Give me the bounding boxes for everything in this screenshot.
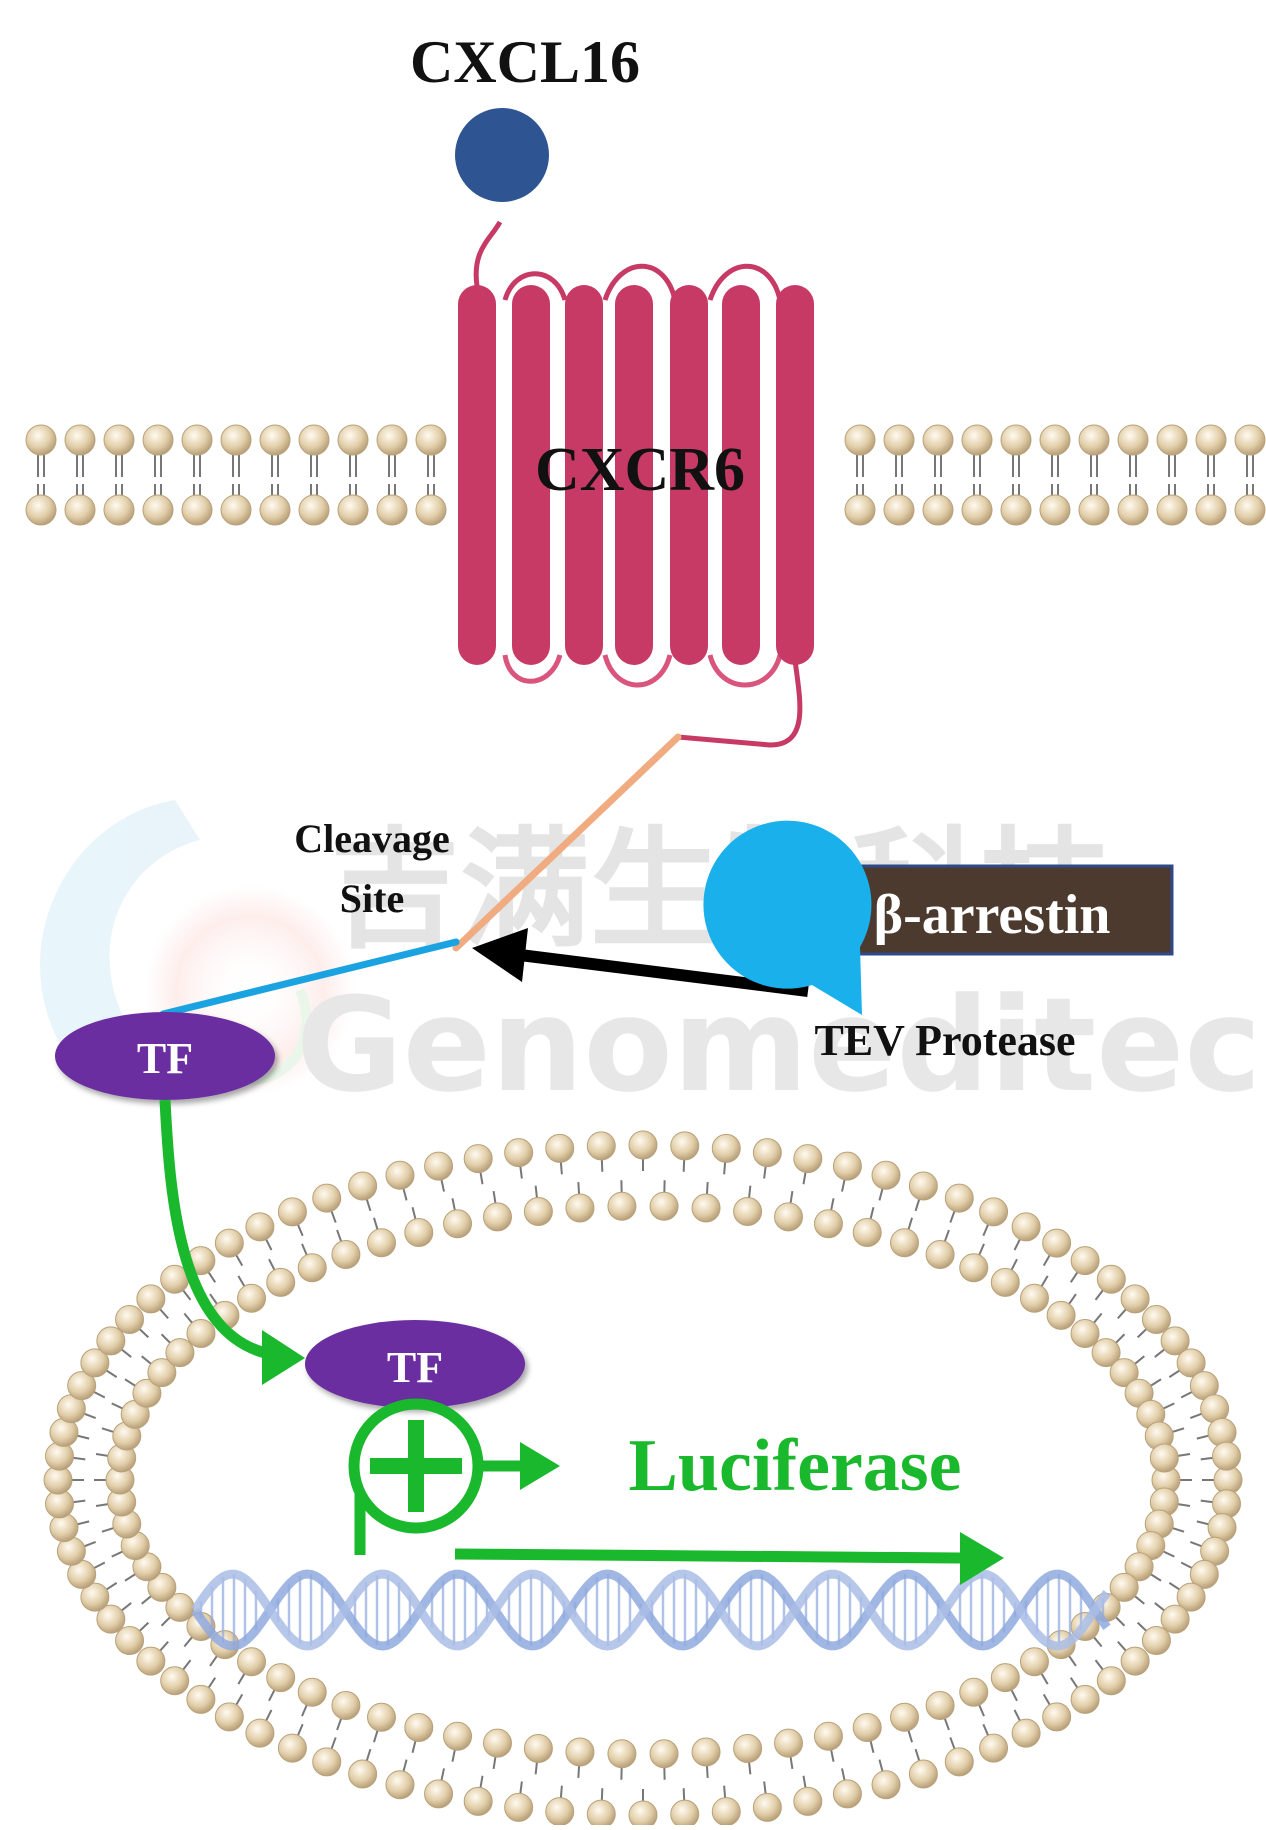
nuclear-membrane bbox=[43, 1130, 1243, 1830]
tf-nucleus-label: TF bbox=[387, 1343, 443, 1392]
dna-helix bbox=[191, 1569, 1111, 1651]
promoter-plus-icon bbox=[348, 1398, 560, 1555]
translocation-arrow bbox=[159, 1099, 305, 1385]
beta-arrestin-label: β-arrestin bbox=[874, 884, 1111, 946]
tf-cytoplasm-ellipse bbox=[55, 1012, 275, 1100]
cxcl16-label: CXCL16 bbox=[410, 29, 640, 95]
cxcl16-ligand bbox=[455, 108, 549, 202]
linker bbox=[452, 733, 682, 952]
tf-nucleus-ellipse bbox=[305, 1320, 525, 1408]
plasma-membrane bbox=[25, 424, 1266, 526]
tf-cytoplasm-label: TF bbox=[137, 1034, 193, 1083]
watermark-english-text: Genomeditech bbox=[296, 969, 1266, 1121]
cxcr6-label: CXCR6 bbox=[535, 436, 745, 504]
cleavage-site-label-line2: Site bbox=[340, 876, 404, 921]
cleavage-arrow bbox=[472, 928, 809, 997]
tev-protease-shape bbox=[703, 820, 872, 1015]
tev-protease-label: TEV Protease bbox=[814, 1016, 1075, 1065]
beta-arrestin-box bbox=[810, 864, 1174, 956]
tf-tether bbox=[159, 938, 460, 1018]
luciferase-label: Luciferase bbox=[629, 1425, 962, 1507]
cxcr6-receptor bbox=[458, 220, 814, 748]
cleavage-site-label-line1: Cleavage bbox=[294, 816, 450, 861]
transcription-arrow bbox=[454, 1532, 1004, 1585]
